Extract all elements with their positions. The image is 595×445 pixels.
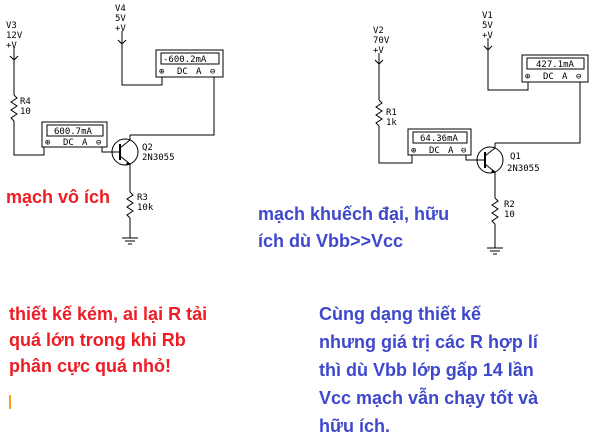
meter-base-right-plus-icon: ⊕ — [411, 146, 416, 156]
meter-base-left-minus-icon: ⊖ — [96, 138, 101, 148]
meter-base-right-minus-icon: ⊖ — [461, 146, 466, 156]
r4-value: 10 — [20, 107, 31, 117]
r1-value: 1k — [386, 118, 397, 128]
ground-icon-left — [122, 237, 138, 245]
meter-base-right-unit: A — [448, 146, 454, 156]
source-v2[interactable]: V2 70V +V — [373, 26, 390, 65]
ammeter-collector-right[interactable]: 427.1mA ⊕ DC A ⊖ — [521, 54, 589, 83]
q1-name: Q1 — [510, 152, 521, 162]
meter-collector-left-plus-icon: ⊕ — [159, 67, 164, 77]
v1-value: 5V — [482, 21, 493, 31]
right-design-note: Cùng dạng thiết kế nhưng giá trị các R h… — [319, 304, 539, 436]
ammeter-collector-left[interactable]: -600.2mA ⊕ DC A ⊖ — [155, 49, 224, 78]
meter-base-left-mode: DC — [63, 138, 74, 148]
q2-model: 2N3055 — [142, 153, 175, 163]
transistor-q1[interactable]: Q1 2N3055 — [476, 146, 540, 174]
meter-collector-left-minus-icon: ⊖ — [210, 67, 215, 77]
meter-base-left-plus-icon: ⊕ — [45, 138, 50, 148]
transistor-q2[interactable]: Q2 2N3055 — [111, 138, 175, 166]
right-circuit-caption-line1: mạch khuếch đại, hữu — [258, 204, 450, 224]
meter-collector-left-unit: A — [196, 67, 202, 77]
v2-value: 70V — [373, 36, 390, 46]
ammeter-base-left[interactable]: 600.7mA ⊕ DC A ⊖ — [41, 121, 108, 148]
v3-sign: +V — [6, 41, 17, 51]
meter-collector-right-plus-icon: ⊕ — [525, 72, 530, 82]
ground-icon-right — [487, 247, 503, 255]
meter-base-right-mode: DC — [429, 146, 440, 156]
v4-name: V4 — [115, 4, 126, 14]
v2-sign: +V — [373, 46, 384, 56]
v2-name: V2 — [373, 26, 384, 36]
right-circuit-caption-line2: ích dù Vbb>>Vcc — [258, 231, 404, 251]
source-v1[interactable]: V1 5V +V — [482, 11, 493, 51]
r3-name: R3 — [137, 193, 148, 203]
meter-base-left-reading: 600.7mA — [54, 127, 93, 137]
left-design-note: thiết kế kém, ai lại R tải quá lớn trong… — [9, 304, 208, 376]
meter-base-left-unit: A — [82, 138, 88, 148]
v3-name: V3 — [6, 21, 17, 31]
left-circuit-caption: mạch vô ích — [6, 187, 111, 207]
resistor-r3[interactable]: R3 10k — [126, 191, 154, 219]
text-cursor-mark — [9, 395, 11, 409]
v4-sign: +V — [115, 24, 126, 34]
v4-value: 5V — [115, 14, 126, 24]
r4-name: R4 — [20, 97, 31, 107]
q2-name: Q2 — [142, 143, 153, 153]
v3-value: 12V — [6, 31, 23, 41]
meter-collector-right-mode: DC — [543, 72, 554, 82]
meter-base-right-reading: 64.36mA — [420, 134, 459, 144]
r2-name: R2 — [504, 200, 515, 210]
v1-name: V1 — [482, 11, 493, 21]
meter-collector-left-reading: -600.2mA — [163, 55, 207, 65]
resistor-r2[interactable]: R2 10 — [491, 197, 515, 225]
meter-collector-right-minus-icon: ⊖ — [576, 72, 581, 82]
ammeter-base-right[interactable]: 64.36mA ⊕ DC A ⊖ — [407, 128, 472, 156]
v1-sign: +V — [482, 31, 493, 41]
meter-collector-left-mode: DC — [177, 67, 188, 77]
meter-collector-right-reading: 427.1mA — [536, 60, 575, 70]
q1-model: 2N3055 — [507, 164, 540, 174]
resistor-r1[interactable]: R1 1k — [375, 99, 397, 128]
source-v4[interactable]: V4 5V +V — [115, 4, 126, 45]
source-v3[interactable]: V3 12V +V — [6, 21, 23, 61]
r1-name: R1 — [386, 108, 397, 118]
meter-collector-right-unit: A — [562, 72, 568, 82]
left-circuit: V3 12V +V R4 10 600.7mA ⊕ DC A ⊖ — [6, 4, 224, 245]
right-circuit: V2 70V +V R1 1k 64.36mA ⊕ DC A ⊖ — [373, 11, 589, 255]
r2-value: 10 — [504, 210, 515, 220]
resistor-r4[interactable]: R4 10 — [10, 94, 31, 122]
r3-value: 10k — [137, 203, 154, 213]
